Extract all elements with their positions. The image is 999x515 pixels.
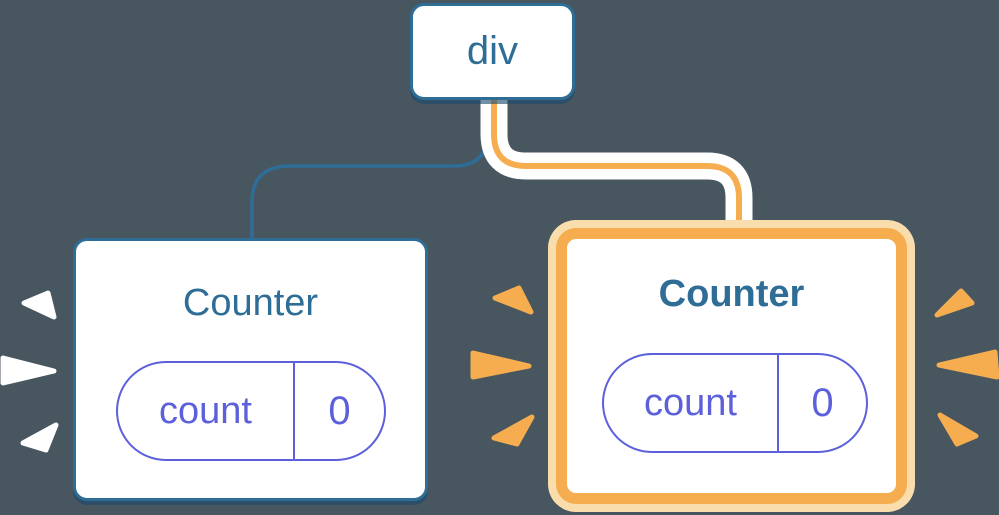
spark-icon: [20, 422, 59, 453]
state-value: 0: [777, 355, 866, 451]
state-pill: count 0: [116, 361, 386, 461]
tree-node-div: div: [410, 3, 575, 100]
spark-icon: [491, 414, 535, 447]
right-counter-spark-icons: [470, 285, 999, 447]
edge-div-to-right-counter: [491, 96, 742, 232]
state-value: 0: [293, 363, 384, 459]
edge-div-to-left-counter: [250, 98, 490, 240]
spark-icon: [937, 412, 979, 447]
counter-title: Counter: [182, 282, 319, 324]
spark-icon: [934, 288, 975, 318]
state-pill: count 0: [602, 353, 868, 453]
counter-title: Counter: [658, 273, 805, 315]
spark-icon: [492, 285, 534, 315]
spark-icon: [936, 349, 999, 380]
state-name: count: [644, 381, 737, 424]
counter-card-left: Counter count 0: [73, 238, 428, 501]
spark-icon: [21, 290, 57, 320]
spark-icon: [0, 355, 57, 386]
counter-card-right-highlighted: Counter count 0: [556, 228, 907, 504]
left-counter-spark-icons: [0, 290, 59, 453]
spark-icon: [470, 350, 532, 380]
tree-node-div-label: div: [466, 29, 519, 73]
state-name: count: [159, 389, 252, 432]
